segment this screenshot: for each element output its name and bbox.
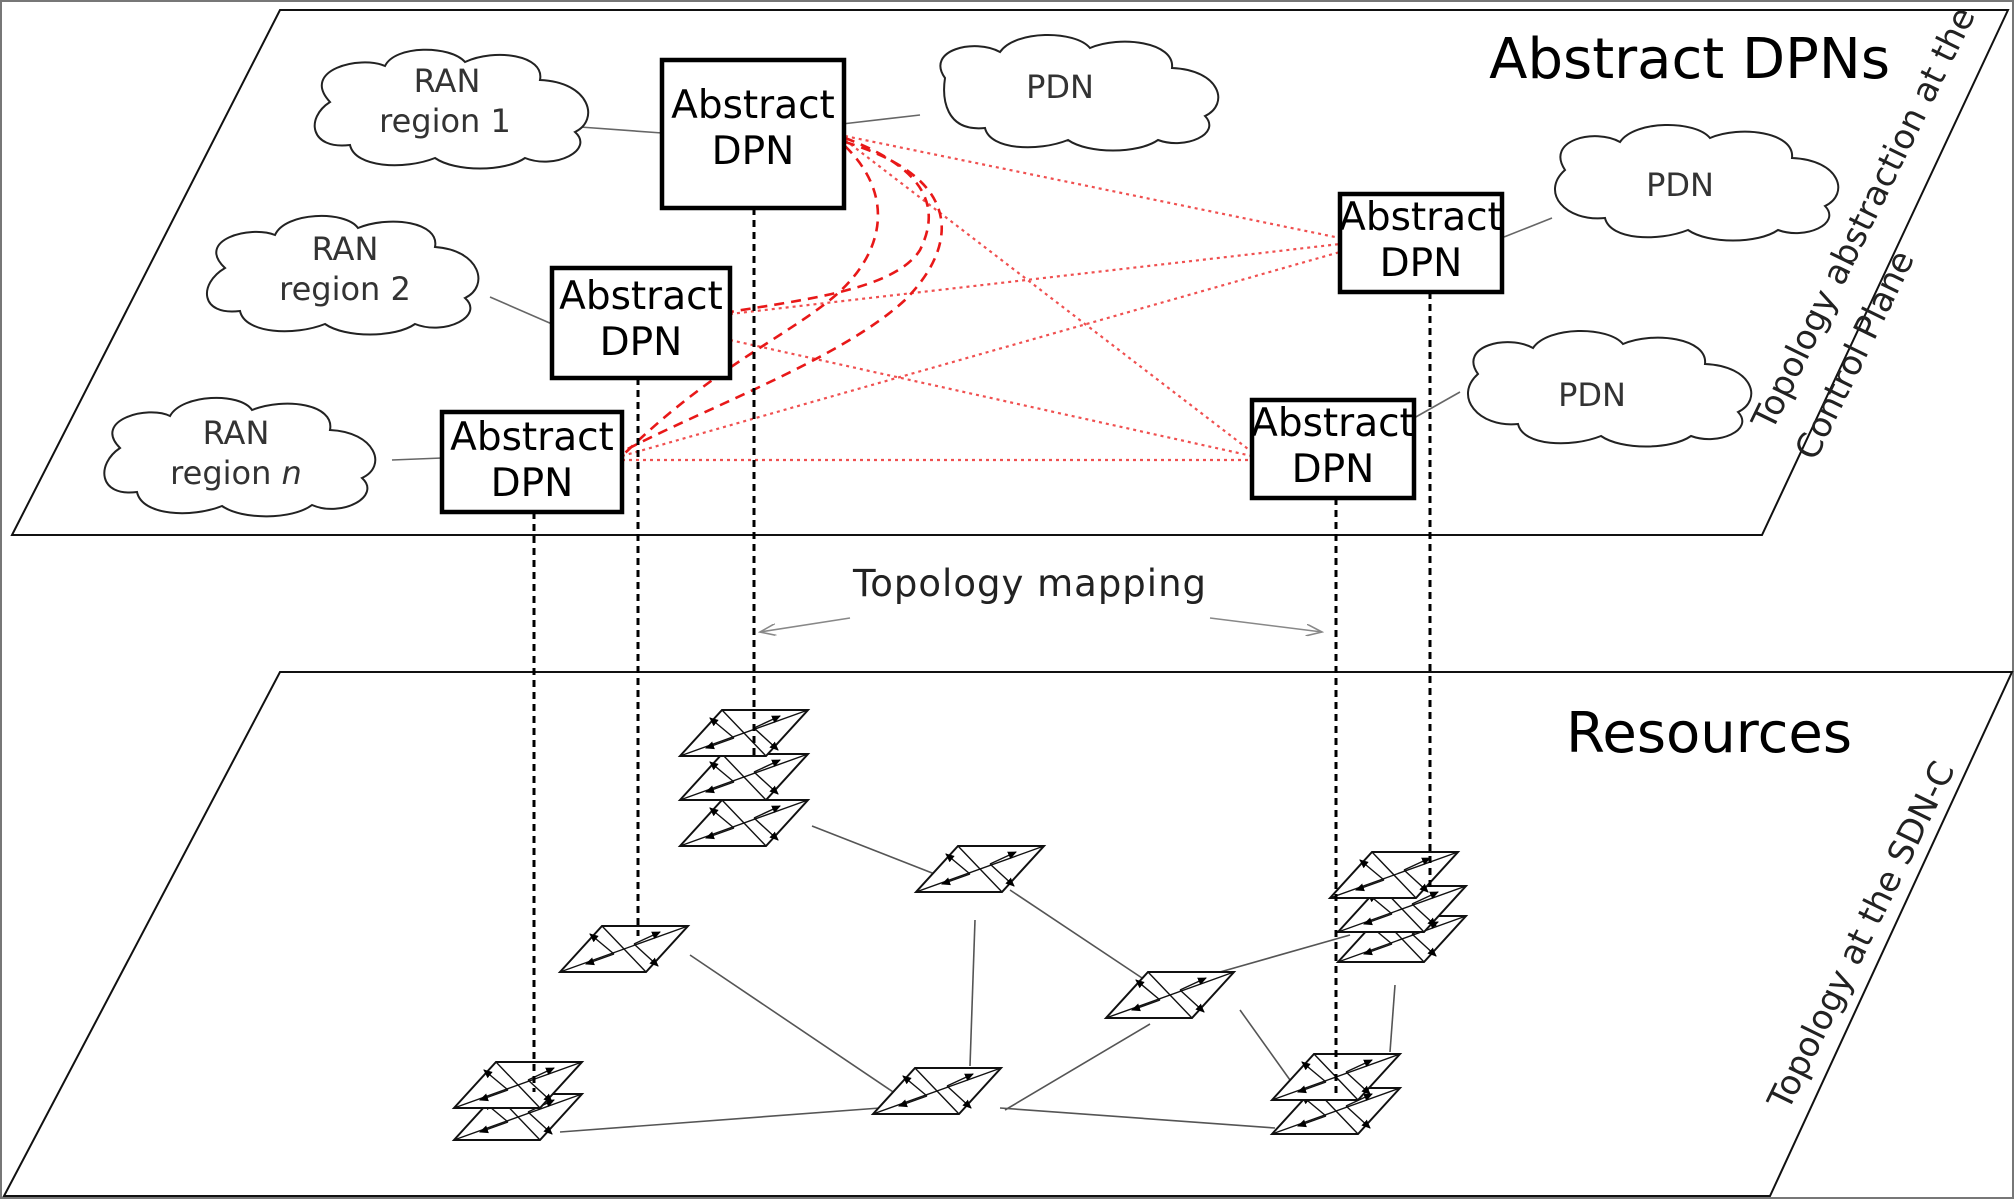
abstract-dpn-5: Abstract DPN [1249,397,1417,501]
abstract-dpn-4: Abstract DPN [1337,191,1505,295]
dpn5-line2: DPN [1292,447,1375,492]
topology-mapping-lines [532,208,1432,1094]
abstract-links [621,134,1341,462]
dpn1-line2: DPN [712,129,795,174]
cloud-pdn-3: PDN [1467,329,1753,448]
cloud-ran-region-2: RAN region 2 [206,214,480,336]
cloud-pdn3-label: PDN [1558,376,1626,414]
mapping-arrow-left [760,617,851,632]
dpn2-line1: Abstract [559,274,723,319]
abstract-dpn-3: Abstract DPN [439,409,625,515]
dpn1-line1: Abstract [671,83,835,128]
dpn4-line2: DPN [1380,241,1463,286]
abstract-dpn-2: Abstract DPN [549,265,733,381]
dpn4-line1: Abstract [1339,195,1503,240]
cloud-ran1-line2: region 1 [379,102,511,140]
topology-mapping-text: Topology mapping [852,562,1207,605]
cloud-ran2-line2: region 2 [279,270,411,308]
dpn3-line2: DPN [491,461,574,506]
lower-plane-title: Resources [1566,701,1852,766]
resources-plane: Resources Topology at the SDN-C [2,671,2014,1197]
cloud-connectors [391,114,1553,461]
cloud-pdn1-label: PDN [1026,68,1094,106]
cloud-ran1-line1: RAN [414,62,481,100]
dpn3-line1: Abstract [450,415,614,460]
cloud-pdn-2: PDN [1554,123,1840,242]
cloud-pdn-1: PDN [939,33,1220,152]
cloud-ran2-line1: RAN [312,230,379,268]
abstract-dpn-1: Abstract DPN [659,57,847,211]
upper-plane-title: Abstract DPNs [1489,27,1890,92]
mapping-arrow-right [1209,617,1322,632]
cloud-ran-region-n: RAN region n [103,396,377,518]
topology-mapping-label: Topology mapping [760,562,1322,632]
cloud-rann-line2: region n [170,454,302,492]
cloud-pdn2-label: PDN [1646,166,1714,204]
dpn2-line2: DPN [600,320,683,365]
abstract-dpn-plane: Abstract DPNs Topology abstraction at th… [10,1,2010,536]
cloud-ran-region-1: RAN region 1 [313,48,590,170]
dpn5-line1: Abstract [1251,401,1415,446]
cloud-rann-line1: RAN [203,414,270,452]
resource-links [559,825,1396,1133]
